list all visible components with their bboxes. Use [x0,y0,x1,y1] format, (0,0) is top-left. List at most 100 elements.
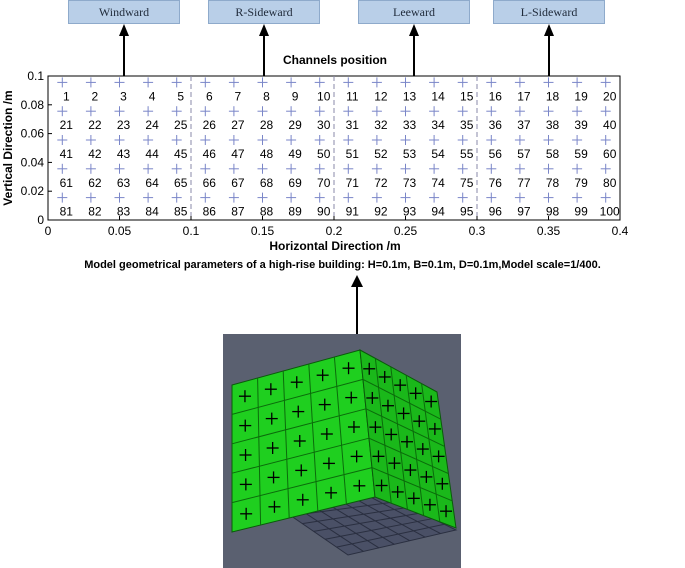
r-sideward-label: R-Sideward [208,0,320,24]
channel-number: 34 [431,118,445,132]
channel-number: 38 [546,118,560,132]
channel-number: 96 [489,205,503,219]
channel-number: 10 [317,89,331,103]
channel-number: 44 [145,147,159,161]
channel-number: 31 [346,118,360,132]
windward-label: Windward [68,0,180,24]
chart-title: Channels position [283,53,387,67]
channel-number: 73 [403,176,417,190]
channel-number: 35 [460,118,474,132]
channel-number: 6 [206,89,213,103]
channel-number: 63 [117,176,131,190]
channel-number: 90 [317,205,331,219]
channel-number: 22 [88,118,102,132]
channel-number: 43 [117,147,131,161]
floor-grid-line [359,490,441,535]
channel-number: 65 [174,176,188,190]
face-boundaries [190,76,478,220]
channel-number: 60 [603,147,617,161]
model-arrow [351,275,363,335]
channel-number: 93 [403,205,417,219]
y-tick-label: 0.02 [21,184,45,198]
channel-number: 68 [260,176,274,190]
face-arrow-head [544,24,554,36]
y-tick-label: 0.1 [27,69,44,83]
x-tick-label: 0 [45,224,52,238]
channel-number: 98 [546,205,560,219]
channel-number: 52 [374,147,388,161]
channel-number: 36 [489,118,503,132]
model-caption: Model geometrical parameters of a high-r… [84,259,601,271]
channel-number: 85 [174,205,188,219]
channel-number: 75 [460,176,474,190]
model-grid-line [390,366,408,510]
channel-number: 88 [260,205,274,219]
channel-number: 80 [603,176,617,190]
model-grid-line [308,363,319,512]
channel-number: 53 [403,147,417,161]
model-grid-line [374,358,392,504]
channel-number: 61 [60,176,74,190]
channel-number: 49 [288,147,302,161]
channel-number: 84 [145,205,159,219]
channel-number: 94 [431,205,445,219]
channel-number: 11 [346,89,359,103]
floor-grid-line [302,506,410,525]
channel-number: 87 [231,205,245,219]
x-tick-label: 0.1 [183,224,200,238]
channel-number: 86 [203,205,217,219]
channel-number: 54 [431,147,445,161]
model-grid-line [231,408,367,445]
y-axis-label: Vertical Direction /m [1,90,15,205]
channel-number: 83 [117,205,131,219]
channel-number: 56 [489,147,503,161]
channel-number: 79 [574,176,588,190]
channel-number: 41 [60,147,74,161]
model-grid-line [371,467,453,502]
channel-number: 76 [489,176,503,190]
channel-number: 77 [517,176,531,190]
channel-number: 28 [260,118,274,132]
y-tick-label: 0.08 [21,98,45,112]
channel-number: 39 [574,118,588,132]
model-grid-line [421,383,441,522]
channel-number: 92 [374,205,388,219]
x-tick-label: 0.2 [326,224,343,238]
model-grid-line [405,375,425,516]
channel-number: 55 [460,147,474,161]
model-grid-line [231,437,370,474]
model-grid-line [231,467,373,504]
channel-number: 9 [292,89,299,103]
floor-grid-line [325,518,433,540]
channel-number: 1 [63,89,70,103]
channel-number: 95 [460,205,474,219]
y-tick-label: 0 [37,213,44,227]
channel-number: 91 [346,205,360,219]
channel-number: 57 [517,147,531,161]
channel-number: 29 [288,118,302,132]
channel-number: 50 [317,147,331,161]
channel-number: 64 [145,176,159,190]
face-arrows [119,24,554,76]
channel-number: 70 [317,176,331,190]
channel-number: 25 [174,118,188,132]
channel-number: 47 [231,147,245,161]
channel-number: 82 [88,205,102,219]
face-arrow-head [259,24,269,36]
channel-number: 58 [546,147,560,161]
channel-number: 69 [288,176,302,190]
channel-number: 30 [317,118,331,132]
channel-number: 17 [517,89,531,103]
channel-number: 26 [203,118,217,132]
channel-number: 23 [117,118,131,132]
channel-number: 32 [374,118,388,132]
face-arrow-head [409,24,419,36]
leeward-label: Leeward [358,0,470,24]
channel-number: 72 [374,176,388,190]
channel-number: 62 [88,176,102,190]
model-side-face [359,349,457,529]
channel-number: 27 [231,118,245,132]
channel-number: 40 [603,118,617,132]
channel-number: 46 [203,147,217,161]
